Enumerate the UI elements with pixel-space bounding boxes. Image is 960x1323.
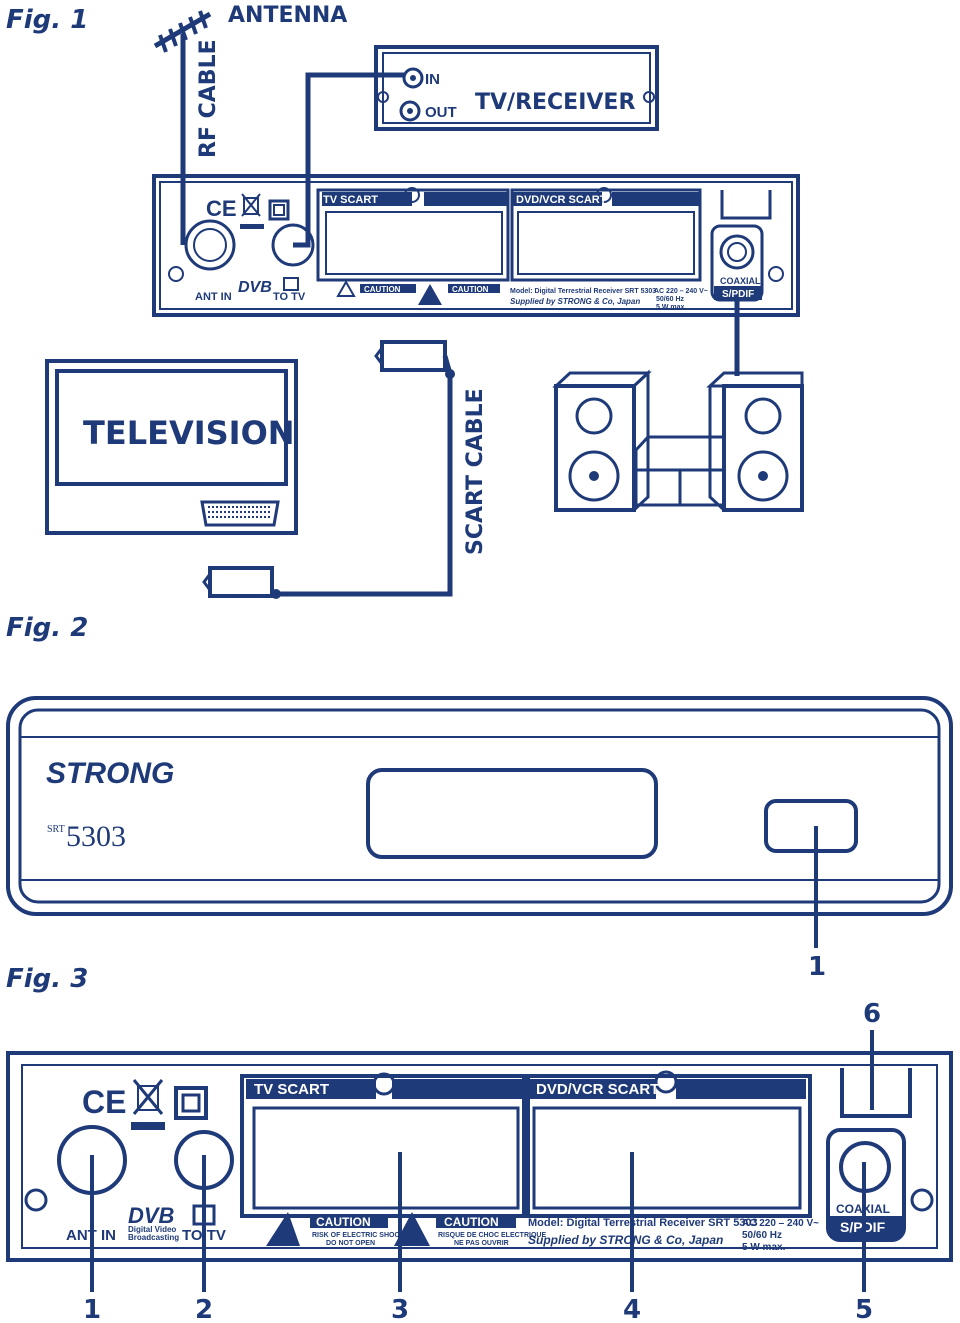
tv-receiver-box bbox=[374, 45, 659, 131]
scart-cable-label: SCART CABLE bbox=[463, 388, 488, 555]
fig3-callout-2: 2 bbox=[195, 1295, 213, 1323]
fig1-ce-mark: CE bbox=[206, 196, 237, 221]
fig3-callout-6: 6 bbox=[863, 999, 881, 1029]
fig3-callout-5: 5 bbox=[855, 1295, 873, 1323]
rf-cable-label: RF CABLE bbox=[196, 39, 221, 158]
fig3-caution-fr1: RISQUE DE CHOC ELECTRIQUE bbox=[438, 1232, 546, 1239]
receiver-out-label: OUT bbox=[425, 104, 457, 121]
fig3-caution-en2: DO NOT OPEN bbox=[326, 1240, 375, 1247]
hifi-speakers-icon bbox=[552, 369, 804, 512]
fig3-callout-lines bbox=[90, 1030, 874, 1292]
rf-loop-cable bbox=[293, 72, 404, 248]
fig1-supplied-text: Supplied by STRONG & Co, Japan bbox=[510, 297, 640, 306]
fig1-rear-panel bbox=[152, 174, 800, 317]
fig1-caution-en: CAUTION bbox=[364, 285, 401, 294]
fig3-power2: 50/60 Hz bbox=[742, 1230, 782, 1241]
fig3-rear-panel bbox=[6, 1051, 953, 1262]
fig1-power3: 5 W max. bbox=[656, 304, 686, 311]
fig3-supplied-text: Supplied by STRONG & Co, Japan bbox=[528, 1233, 723, 1247]
fig1-title: Fig. 1 bbox=[6, 5, 88, 35]
television-label: TELEVISION bbox=[83, 414, 295, 452]
fig3-model-text: Model: Digital Terrestrial Receiver SRT … bbox=[528, 1217, 758, 1229]
fig1-caution-fr: CAUTION bbox=[452, 285, 489, 294]
fig1-tv-scart-label: TV SCART bbox=[323, 194, 378, 206]
fig1-power2: 50/60 Hz bbox=[656, 296, 685, 303]
antenna-label: ANTENNA bbox=[228, 3, 347, 28]
fig3-dvb-sub1: Digital Video bbox=[128, 1225, 176, 1234]
television-icon bbox=[45, 359, 298, 535]
fig2-callout-1: 1 bbox=[808, 952, 826, 982]
fig3-dvb-sub2: Broadcasting bbox=[128, 1233, 179, 1242]
fig3-callout-4: 4 bbox=[623, 1295, 641, 1323]
receiver-in-label: IN bbox=[425, 71, 440, 88]
antenna-icon bbox=[153, 10, 212, 53]
fig2-title: Fig. 2 bbox=[6, 613, 88, 643]
model-prefix: SRT bbox=[47, 824, 65, 835]
fig3-dvb-logo: DVB bbox=[128, 1203, 175, 1228]
fig1-model-text: Model: Digital Terrestrial Receiver SRT … bbox=[510, 288, 656, 295]
fig3-caution-fr: CAUTION bbox=[444, 1215, 499, 1229]
fig3-caution-en1: RISK OF ELECTRIC SHOCK bbox=[312, 1232, 405, 1239]
fig1-dvd-scart-label: DVD/VCR SCART bbox=[516, 194, 607, 206]
front-panel bbox=[6, 696, 953, 916]
model-number: 5303 bbox=[66, 820, 126, 853]
fig3-tv-scart-label: TV SCART bbox=[254, 1081, 329, 1098]
fig3-caution-fr2: NE PAS OUVRIR bbox=[454, 1240, 509, 1247]
fig3-caution-en: CAUTION bbox=[316, 1215, 371, 1229]
fig1-ant-in-label: ANT IN bbox=[195, 291, 232, 303]
scart-cable bbox=[202, 340, 455, 599]
fig1-to-tv-label: TO TV bbox=[273, 291, 306, 303]
fig3-callout-1: 1 bbox=[83, 1295, 101, 1323]
brand-logo: STRONG bbox=[46, 757, 174, 790]
fig3-ce-mark: CE bbox=[82, 1084, 126, 1120]
receiver-title: TV/RECEIVER bbox=[475, 90, 635, 115]
fig3-dvd-scart-label: DVD/VCR SCART bbox=[536, 1081, 659, 1098]
fig1-power1: AC 220 – 240 V~ bbox=[654, 288, 708, 295]
fig3-power1: AC 220 – 240 V~ bbox=[742, 1218, 819, 1229]
fig3-callout-3: 3 bbox=[391, 1295, 409, 1323]
fig3-title: Fig. 3 bbox=[6, 964, 88, 994]
fig1-dvb-logo: DVB bbox=[238, 279, 272, 296]
fig1-spdif-label: S/PDIF bbox=[722, 289, 754, 300]
fig1-coaxial-label: COAXIAL bbox=[720, 276, 761, 286]
fig3-power3: 5 W max. bbox=[742, 1242, 786, 1253]
